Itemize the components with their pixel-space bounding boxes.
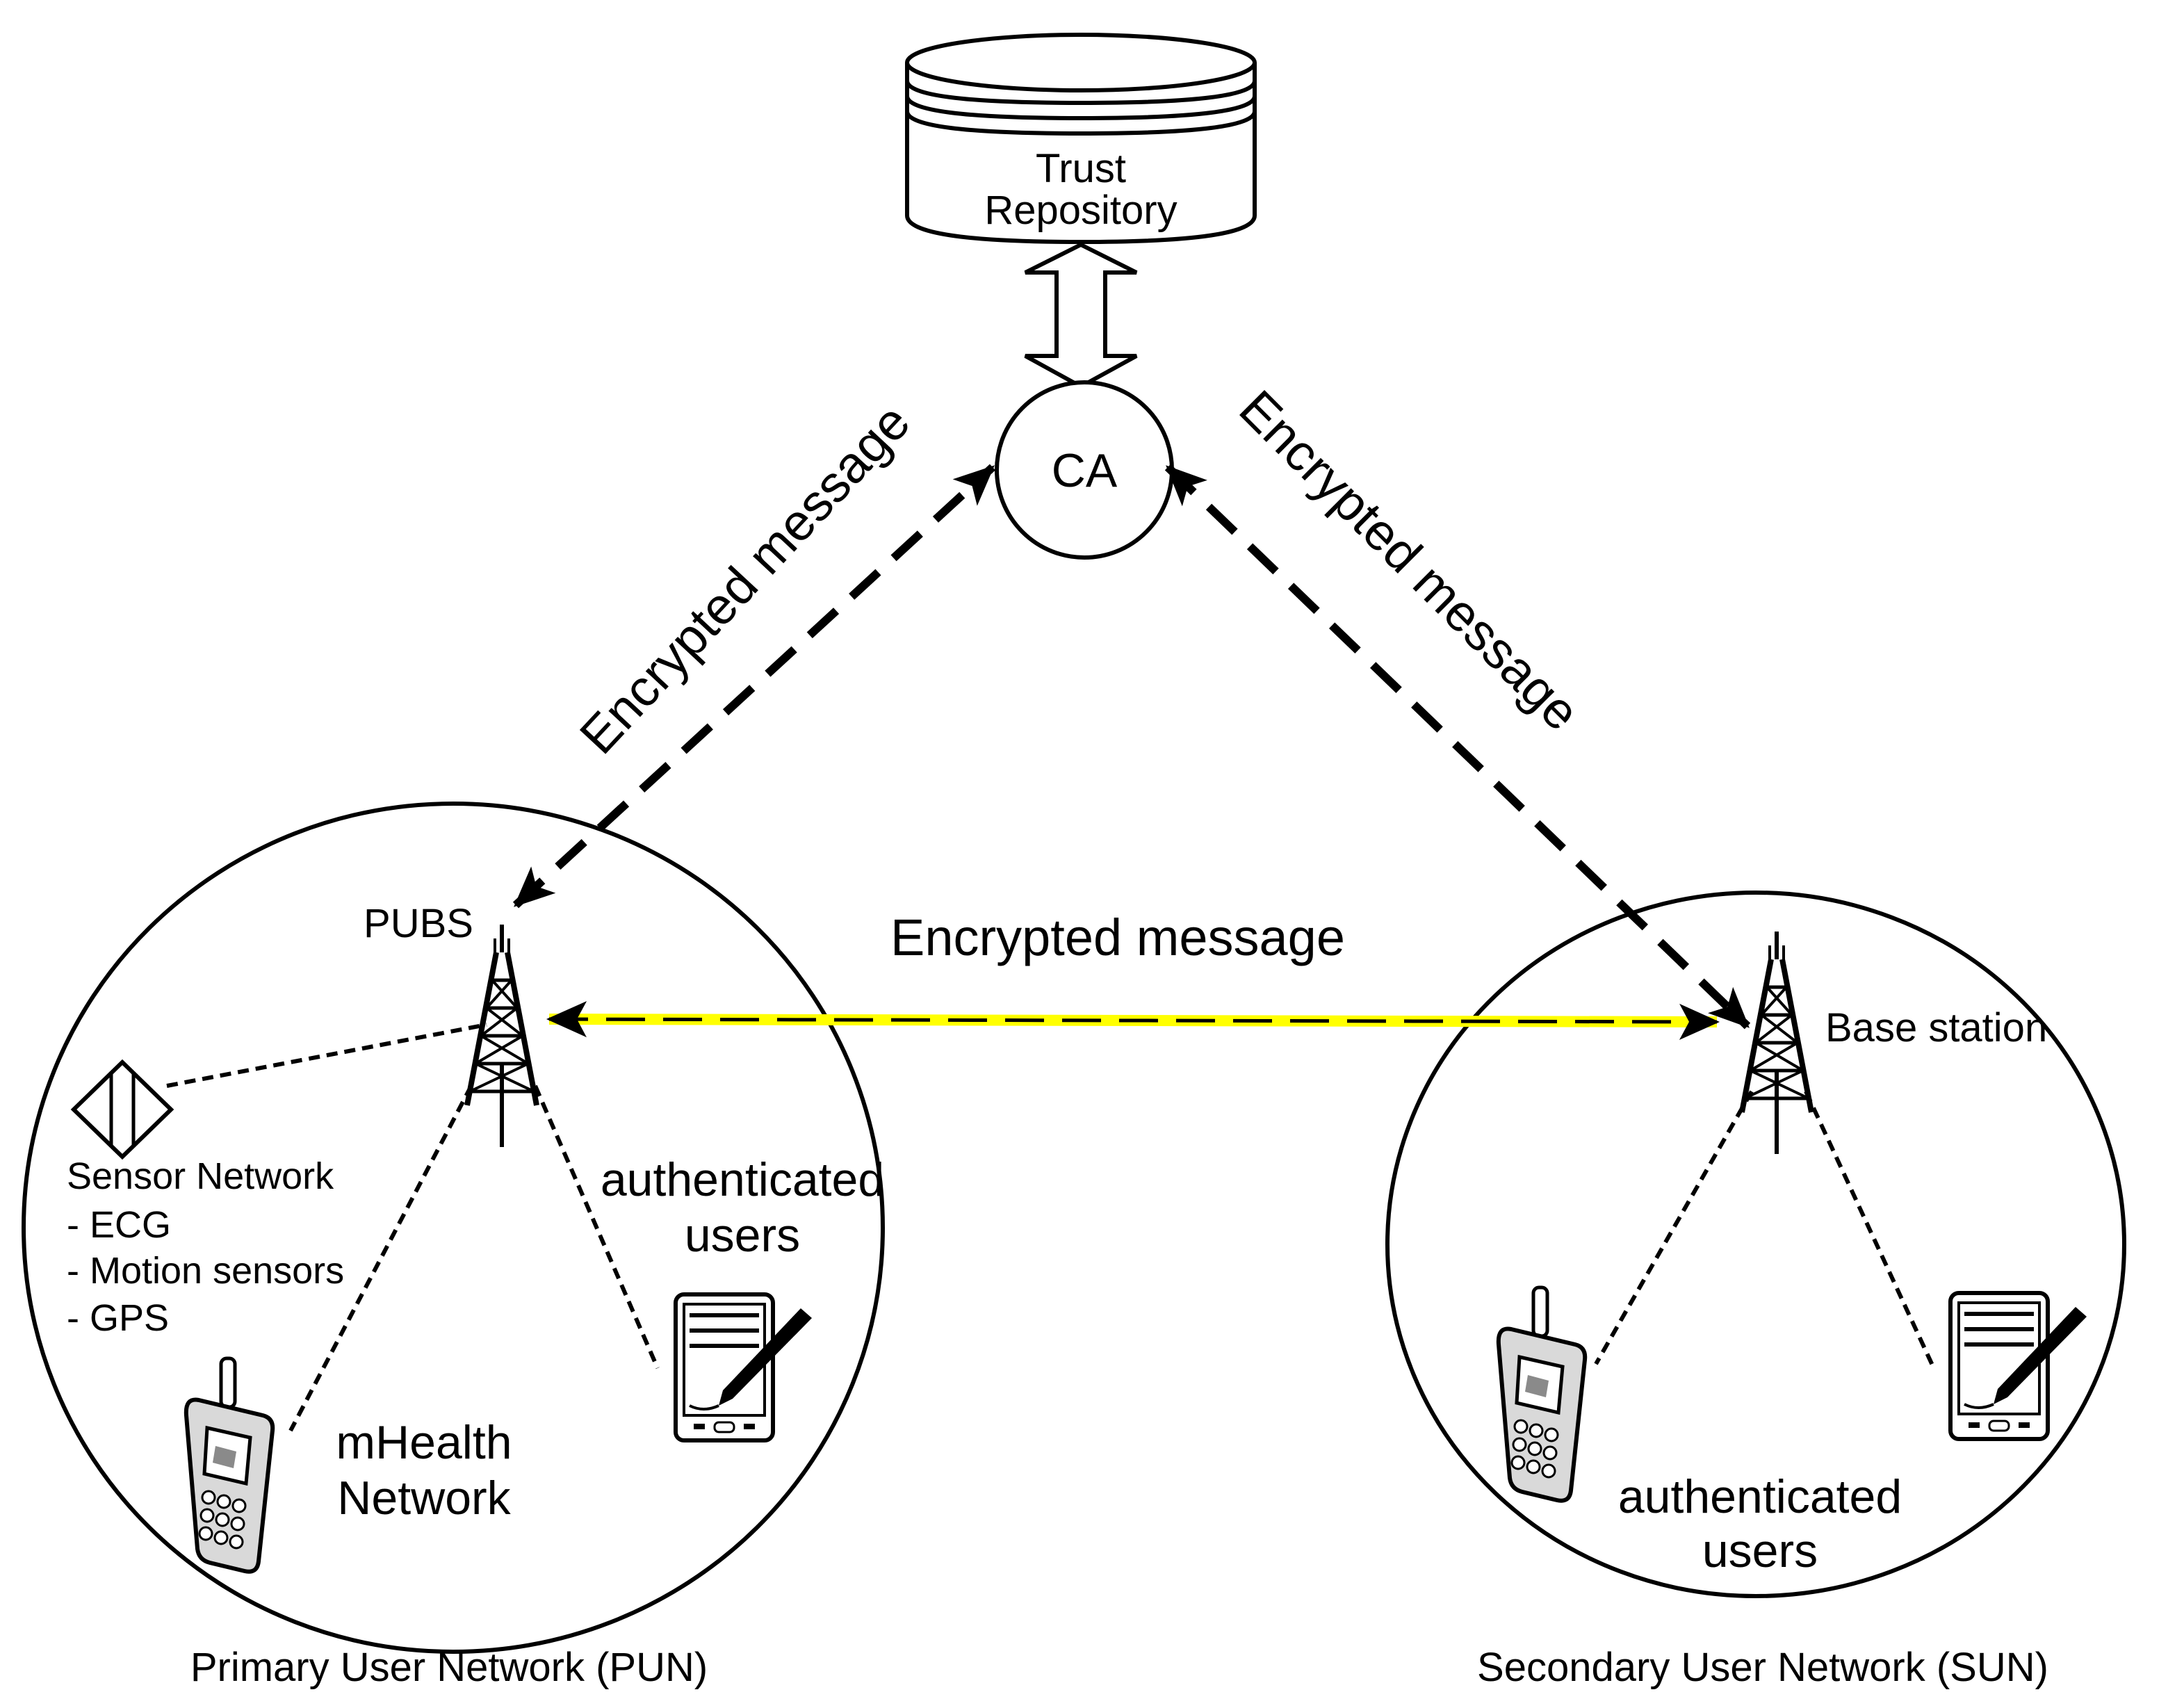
link-pubs-pda: [533, 1084, 660, 1369]
edge-label-pun-sun: Encrypted message: [890, 909, 1345, 966]
sensor-item-ecg: - ECG: [67, 1204, 171, 1246]
sun-auth-label-line1: authenticated: [1618, 1470, 1902, 1523]
pun-tower: [467, 925, 537, 1147]
base-station-label: Base station: [1825, 1005, 2047, 1050]
sun-boundary: [1385, 891, 2126, 1598]
sensor-icon: [70, 1059, 174, 1160]
edge-pun-ca: [512, 464, 996, 909]
sensor-network-title: Sensor Network: [67, 1155, 334, 1197]
database-icon: [905, 33, 1257, 245]
pubs-label: PUBS: [364, 901, 473, 946]
link-bs-phone: [1594, 1090, 1754, 1365]
repository-label-line1: Trust: [1036, 146, 1126, 191]
link-sensor-pubs: [166, 1023, 487, 1088]
mobile-phone-icon: [1499, 1287, 1585, 1501]
pda-icon: [1950, 1293, 2087, 1439]
edge-sun-ca: [1164, 464, 1751, 1030]
pda-icon: [676, 1294, 812, 1440]
ca-node: CA: [995, 380, 1174, 560]
sun-auth-label-line2: users: [1702, 1525, 1818, 1577]
ca-label: CA: [1052, 444, 1118, 497]
pun-auth-label-line1: authenticated: [601, 1153, 884, 1206]
sensor-item-motion: - Motion sensors: [67, 1250, 344, 1292]
repository-label-line2: Repository: [984, 188, 1177, 233]
sensor-item-gps: - GPS: [67, 1297, 169, 1339]
trust-repository: Trust Repository: [905, 33, 1257, 245]
mhealth-label-line1: mHealth: [336, 1416, 512, 1469]
mhealth-label-line2: Network: [337, 1472, 511, 1525]
edge-label-sun-ca: Encrypted message: [1228, 379, 1590, 741]
mobile-phone-icon: [186, 1358, 272, 1572]
pun-caption: Primary User Network (PUN): [190, 1645, 708, 1690]
pun-auth-label-line2: users: [685, 1209, 800, 1262]
link-bs-pda: [1804, 1090, 1936, 1369]
sun-caption: Secondary User Network (SUN): [1477, 1645, 2048, 1690]
tower-icon: [1742, 932, 1811, 1154]
pun-boundary: [22, 802, 885, 1654]
link-pubs-phone: [288, 1084, 473, 1432]
edge-pun-sun: [546, 1001, 1720, 1040]
double-arrow-icon: [1024, 242, 1138, 389]
sun-tower: [1742, 932, 1811, 1154]
tower-icon: [467, 925, 537, 1147]
